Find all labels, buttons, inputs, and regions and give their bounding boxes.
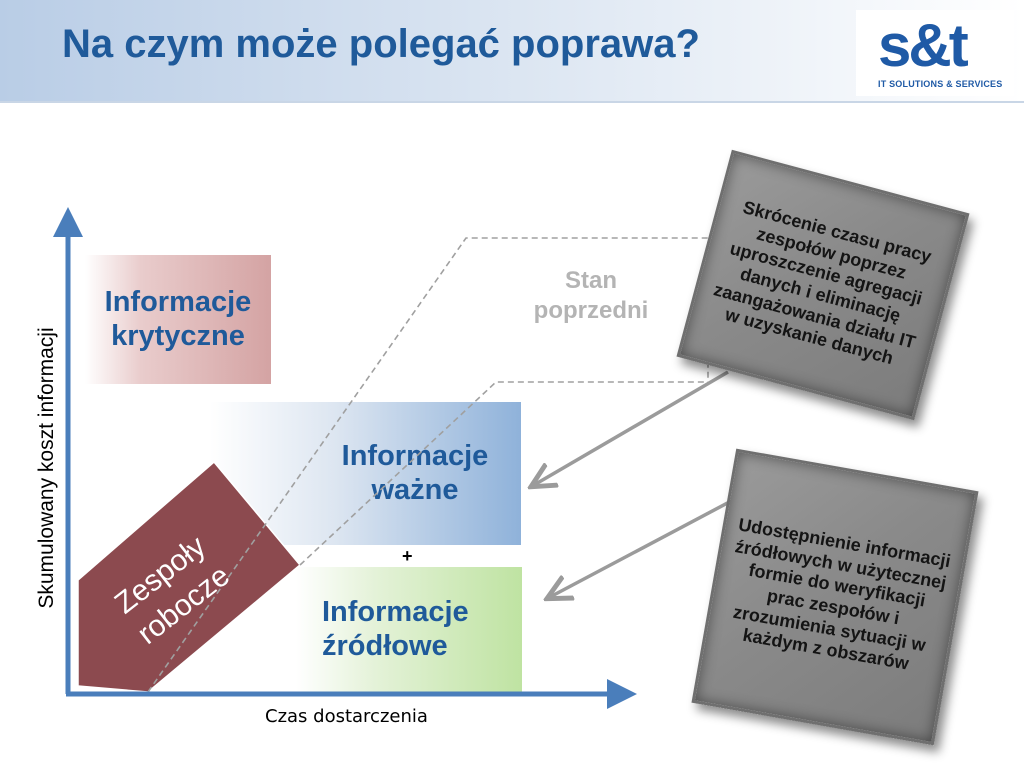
arrow-to-informacje-zrodlowe xyxy=(550,488,753,597)
company-logo: s&t IT SOLUTIONS & SERVICES xyxy=(856,10,1014,96)
note-card-lower-text: Udostępnienie informacji źródłowych w uż… xyxy=(731,514,953,674)
note-card-upper-text: Skrócenie czasu pracy zespołów poprzez u… xyxy=(711,197,934,369)
zespoly-robocze-shape xyxy=(77,460,302,693)
title-bar xyxy=(0,0,1024,101)
y-axis-label: Skumulowany koszt informacji xyxy=(35,327,58,609)
box-informacje-zrodlowe: Informacje źródłowe xyxy=(296,567,522,693)
stan-poprzedni-outline-inner xyxy=(299,381,708,566)
box-informacje-wazne: Informacje ważne xyxy=(210,402,521,545)
stan-poprzedni-outline-outer xyxy=(147,237,709,693)
logo-mark: s&t xyxy=(878,12,969,79)
x-axis-label: Czas dostarczenia xyxy=(265,706,428,727)
note-card-lower: Udostępnienie informacji źródłowych w uż… xyxy=(691,448,979,746)
box-wazne-label: Informacje ważne xyxy=(341,439,489,506)
stan-poprzedni-label: Stan poprzedni xyxy=(533,267,649,324)
box-informacje-krytyczne: Informacje krytyczne xyxy=(85,255,271,384)
plus-sign: + xyxy=(402,546,413,566)
title-bar-divider xyxy=(0,101,1024,103)
page-title: Na czym może polegać poprawa? xyxy=(62,22,700,66)
logo-tagline: IT SOLUTIONS & SERVICES xyxy=(878,79,1003,89)
arrow-to-informacje-wazne xyxy=(534,370,729,485)
